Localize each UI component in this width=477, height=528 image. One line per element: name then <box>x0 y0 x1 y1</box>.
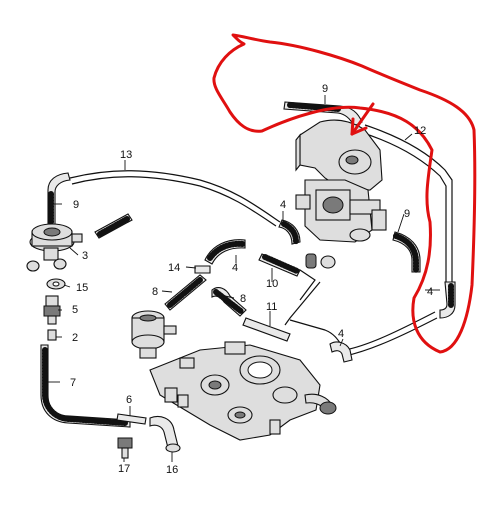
hose-4-lower <box>329 341 353 363</box>
label-17: 17 <box>118 463 130 475</box>
label-2: 2 <box>72 332 78 344</box>
hose-11 <box>242 317 291 342</box>
label-3: 3 <box>82 250 88 262</box>
intake-manifold <box>149 341 337 441</box>
regulator-canister <box>131 310 177 359</box>
fitting-16 <box>149 415 179 449</box>
label-4-center: 4 <box>232 262 238 274</box>
part-2 <box>47 329 57 341</box>
label-4-lower: 4 <box>427 286 433 298</box>
label-5: 5 <box>72 304 78 316</box>
bolt-17 <box>117 437 133 459</box>
label-13: 13 <box>120 149 132 161</box>
label-7: 7 <box>70 377 76 389</box>
label-6: 6 <box>126 394 132 406</box>
clip-center <box>305 253 317 269</box>
throttle-housing-assembly <box>295 119 387 243</box>
valve-3 <box>26 223 83 272</box>
label-16: 16 <box>166 464 178 476</box>
label-4-right: 4 <box>338 328 344 340</box>
label-15: 15 <box>76 282 88 294</box>
hose-14 <box>194 265 211 274</box>
label-4-mid: 4 <box>280 199 286 211</box>
callout-labels: 9 12 13 9 4 9 3 14 4 10 15 8 8 5 11 4 2 … <box>70 83 433 476</box>
connector-center <box>320 255 336 269</box>
label-11: 11 <box>266 301 277 313</box>
fitting-5 <box>43 295 61 325</box>
red-markup-outline <box>212 33 477 354</box>
label-14: 14 <box>168 262 180 274</box>
line-12 <box>364 124 453 282</box>
label-8-mid: 8 <box>240 293 246 305</box>
label-9-left: 9 <box>73 199 79 211</box>
part-6 <box>116 413 147 425</box>
leader-lines <box>46 95 440 462</box>
label-9-right: 9 <box>404 208 410 220</box>
red-arrow <box>350 102 375 136</box>
label-10: 10 <box>266 278 278 290</box>
line-13 <box>69 170 281 223</box>
label-8-left: 8 <box>152 286 158 298</box>
label-9-top: 9 <box>322 83 328 95</box>
label-12: 12 <box>414 125 426 137</box>
